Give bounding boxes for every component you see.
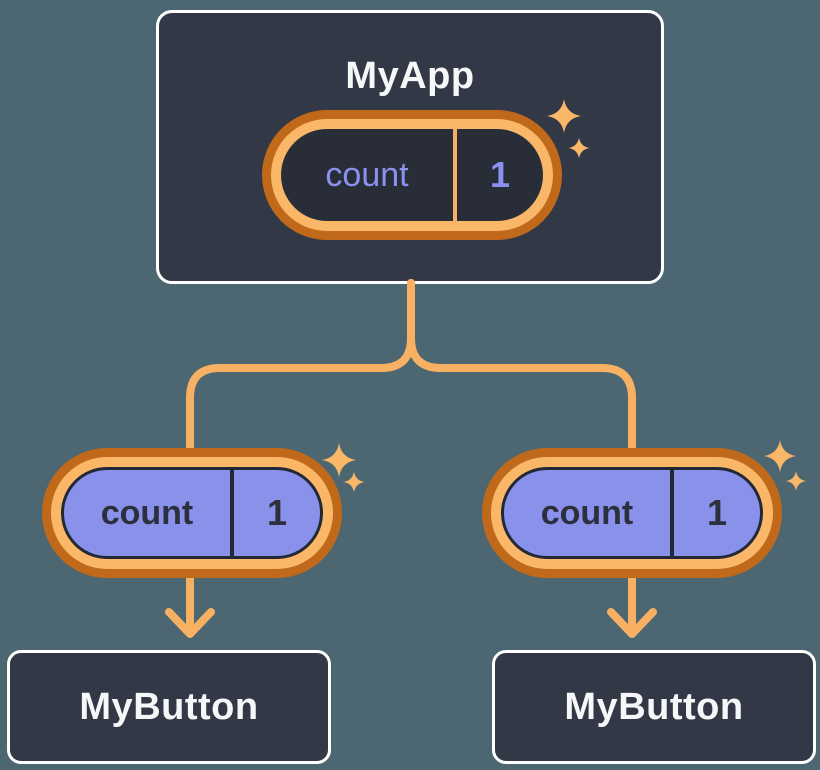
state-value: 1 (706, 492, 728, 533)
sparkle-icon (786, 471, 806, 491)
node-mybutton-right: MyButton (492, 650, 816, 764)
node-mybutton-right-title: MyButton (564, 685, 744, 728)
state-pill-right-ring: count 1 (491, 457, 773, 569)
state-value: 1 (489, 154, 511, 195)
arrow-right-head (607, 608, 657, 638)
connector-branch-right (407, 279, 636, 456)
state-pill-left-ring: count 1 (51, 457, 333, 569)
state-pill-left: count 1 (42, 448, 342, 578)
state-key-label: count (540, 493, 634, 532)
state-key-label: count (325, 155, 409, 194)
node-myapp-title: MyApp (345, 55, 475, 97)
pill-divider (670, 470, 674, 556)
state-value: 1 (266, 492, 288, 533)
pill-divider (453, 129, 457, 221)
state-pill-right: count 1 (482, 448, 782, 578)
node-mybutton-left: MyButton (7, 650, 331, 764)
state-pill-root-ring: count 1 (271, 119, 553, 231)
sparkle-icon (764, 440, 796, 472)
arrow-left-head (165, 608, 215, 638)
pill-divider (230, 470, 234, 556)
state-pill-root: count 1 (262, 110, 562, 240)
connector-branch-left (186, 279, 415, 456)
sparkle-icon (343, 471, 365, 493)
node-mybutton-left-title: MyButton (79, 685, 259, 728)
state-key-label: count (100, 493, 194, 532)
